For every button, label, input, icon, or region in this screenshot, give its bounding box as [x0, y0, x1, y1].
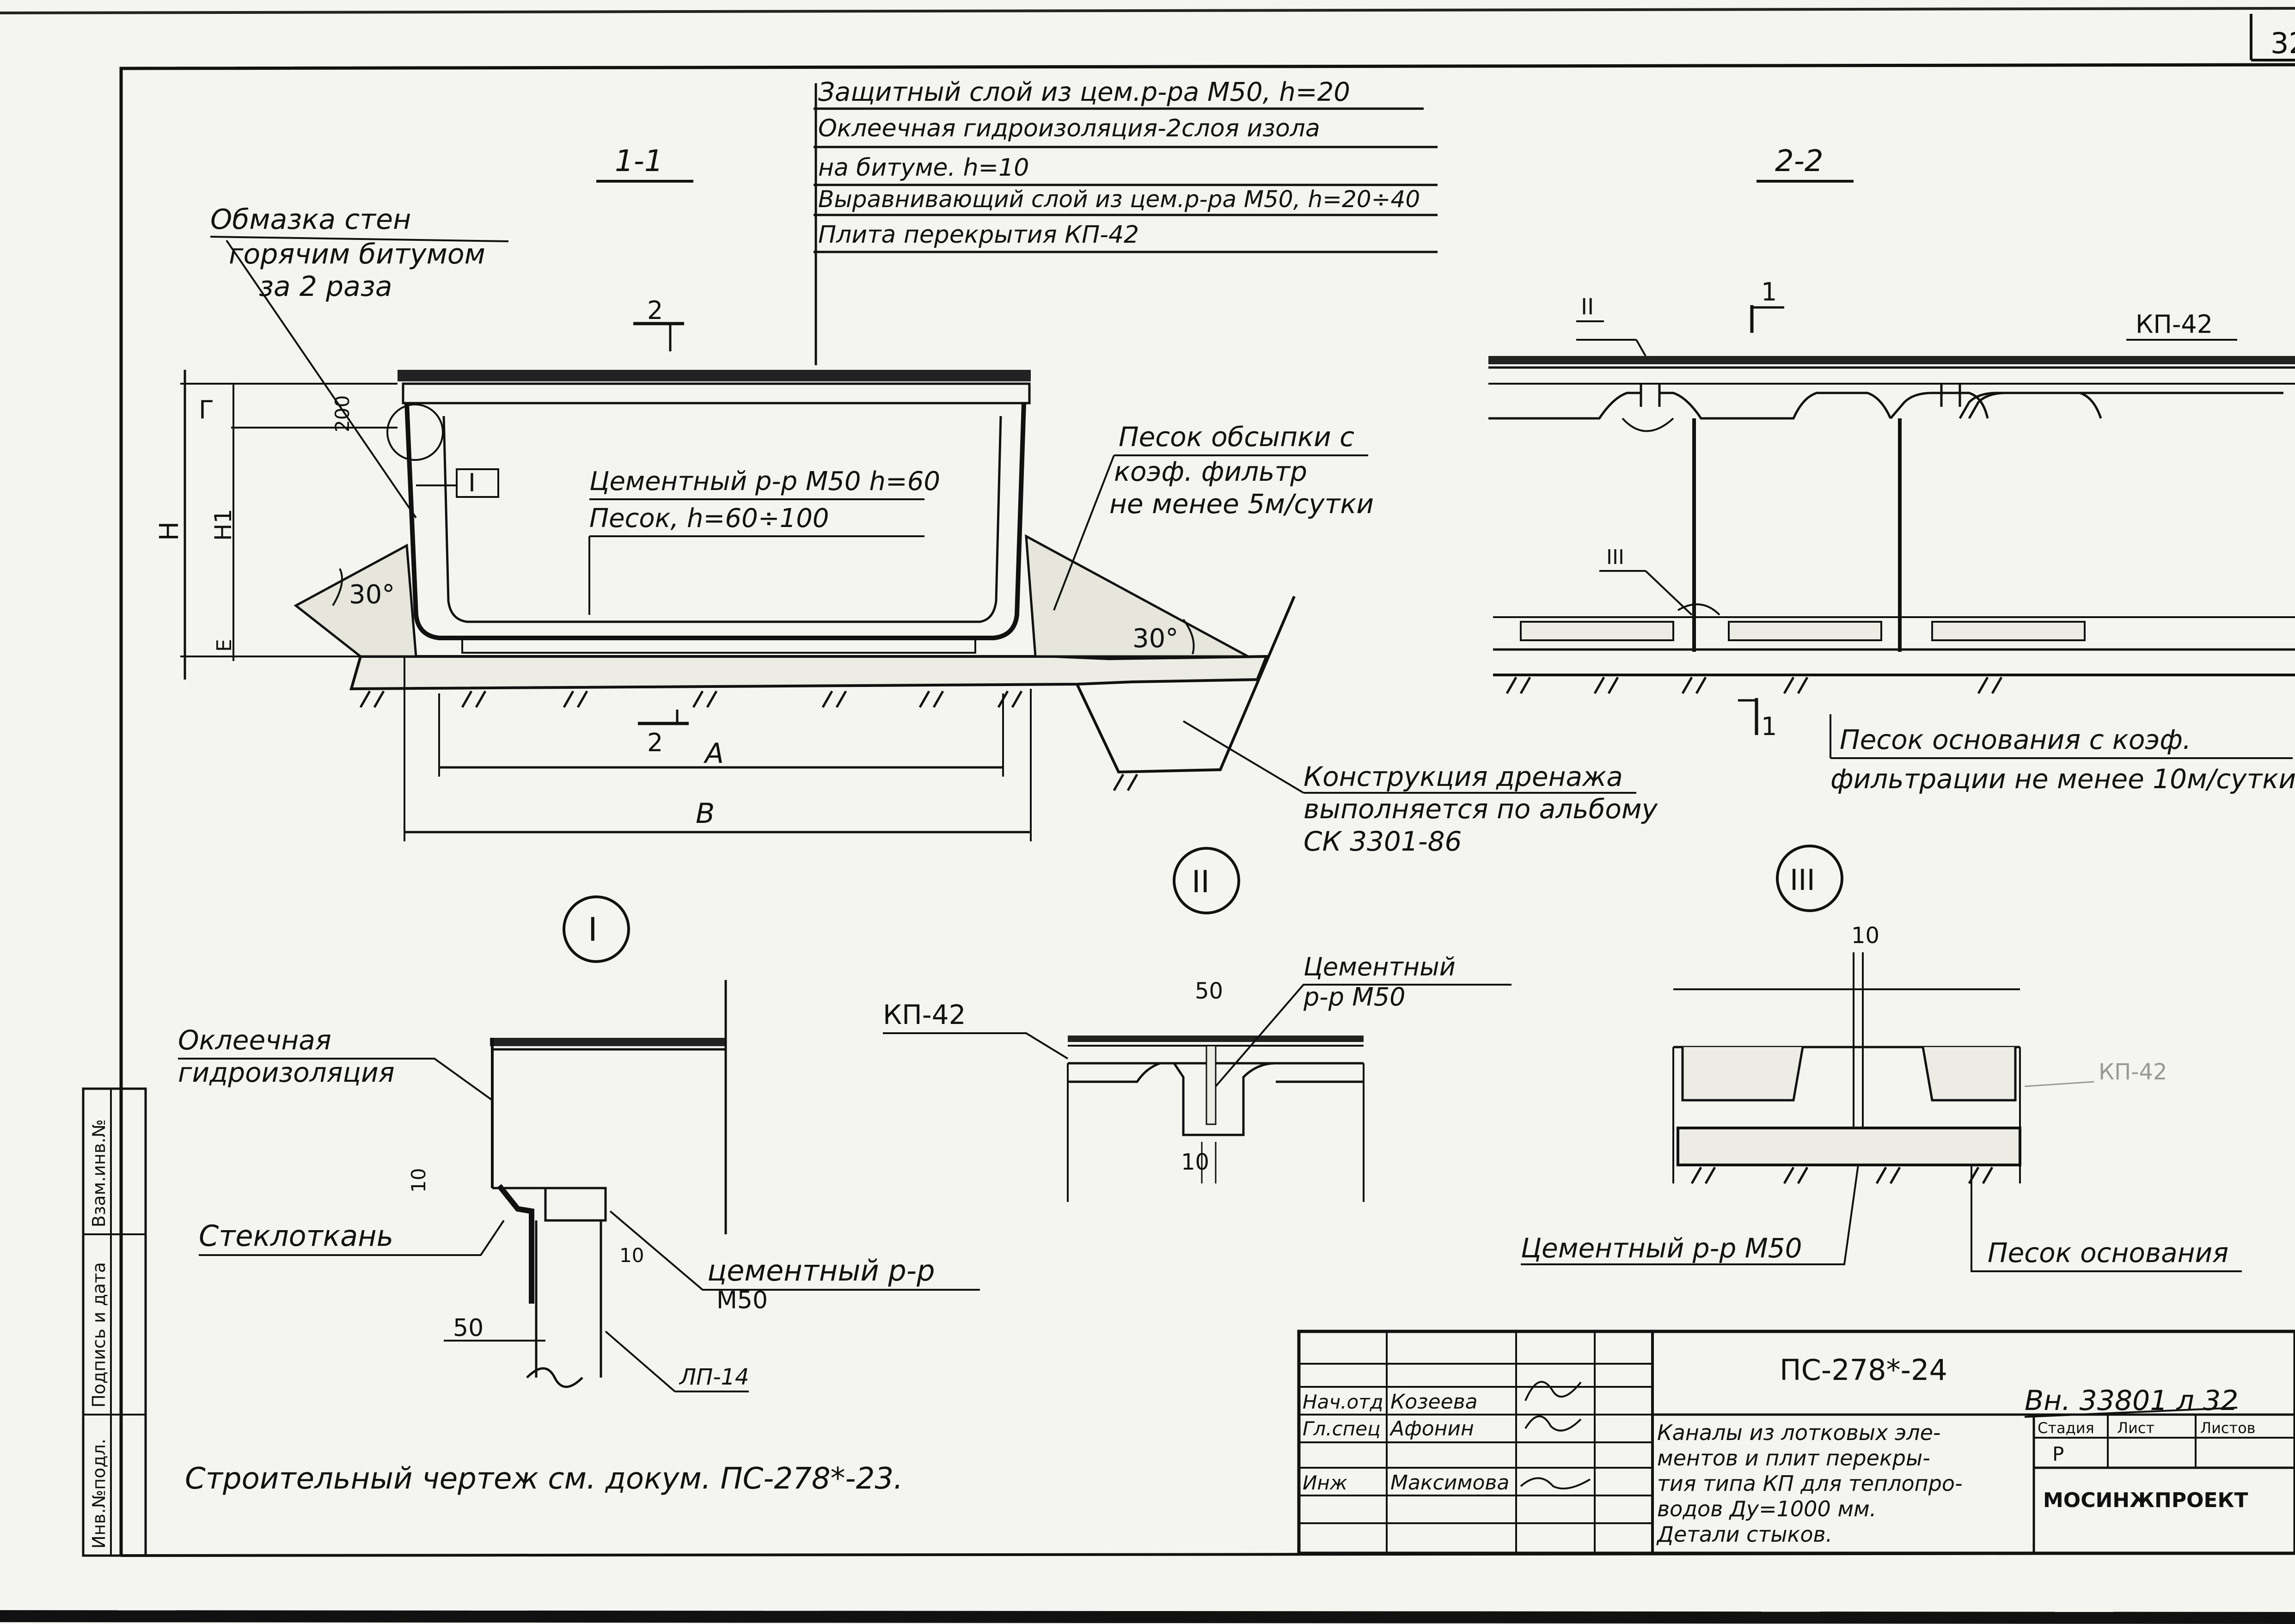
layer-2: Оклеечная гидроизоляция-2слоя изола	[818, 115, 1320, 142]
mark-III: III	[1606, 545, 1624, 569]
detail-I-wp-1: Оклеечная	[178, 1024, 331, 1056]
kp42-right: КП-42	[2136, 310, 2213, 339]
construction-note: Строительный чертеж см. докум. ПС-278*-2…	[185, 1462, 903, 1496]
role-2: Инж	[1303, 1471, 1347, 1494]
detail-I-lp: ЛП-14	[679, 1364, 749, 1390]
dim-A: A	[703, 737, 724, 770]
name-0: Козеева	[1390, 1390, 1478, 1414]
cut-mark-1-bottom: 1	[1761, 712, 1777, 741]
dim-B: B	[696, 797, 715, 830]
cut-mark-2-bottom: 2	[647, 728, 663, 757]
desc-line-2: ментов и плит перекры-	[1657, 1446, 1930, 1471]
detail-III-sand: Песок основания	[1988, 1237, 2228, 1269]
role-1: Гл.спец	[1303, 1417, 1381, 1440]
detail-II-kp: КП-42	[883, 999, 966, 1030]
note-cement: Цементный р-р М50 h=60	[589, 466, 940, 496]
detail-II: II КП-42 50 Цементный р-р М50 10	[883, 847, 1512, 1202]
desc-line-3: тия типа КП для теплопро-	[1657, 1471, 1963, 1496]
detail-I: I Оклеечная гидроизоляция Стеклоткань це…	[178, 895, 980, 1392]
role-0: Нач.отд	[1303, 1391, 1383, 1413]
company-name: МОСИНЖПРОЕКТ	[2043, 1489, 2248, 1512]
note-backfill-2: коэф. фильтр	[1114, 456, 1307, 487]
detail-III-d10: 10	[1851, 923, 1879, 949]
note-backfill-3: не менее 5м/сутки	[1109, 488, 1374, 520]
detail-I-d10b: 10	[619, 1244, 644, 1267]
layer-1: Защитный слой из цем.р-ра М50, h=20	[818, 77, 1350, 107]
note-base-sand-1: Песок основания с коэф.	[1840, 724, 2191, 755]
side-stamp: Инв.№подл. Подпись и дата Взам.инв.№	[82, 1087, 147, 1557]
desc-line-5: Детали стыков.	[1656, 1522, 1832, 1547]
page-number: 32	[2271, 26, 2295, 60]
detail-I-d10a: 10	[407, 1168, 430, 1193]
detail-I-d50: 50	[453, 1314, 483, 1342]
header-sheets: Листов	[2200, 1419, 2256, 1437]
detail-I-glass: Стеклоткань	[199, 1219, 393, 1253]
desc-line-1: Каналы из лотковых эле-	[1657, 1420, 1941, 1445]
dim-H: H	[154, 521, 184, 541]
section-1-1: 1-1 Обмазка стен горячим битумом за 2 ра…	[154, 144, 1658, 857]
section-2-2-title: 2-2	[1775, 144, 1824, 178]
doc-code: ПС-278*-24	[1780, 1353, 1947, 1387]
note-sand: Песок, h=60÷100	[589, 503, 829, 533]
note-backfill-1: Песок обсыпки с	[1119, 421, 1354, 453]
note-wall-coat-3: за 2 раза	[259, 270, 392, 303]
layer-4: Выравнивающий слой из цем.р-ра М50, h=20…	[818, 186, 1420, 213]
stamp-inv: Инв.№подл.	[89, 1439, 109, 1549]
dim-H1: H1	[210, 509, 237, 541]
header-sheet: Лист	[2117, 1419, 2154, 1437]
stage-value: Р	[2052, 1443, 2064, 1465]
dim-r: Г	[199, 395, 214, 424]
detail-II-d50: 50	[1195, 978, 1223, 1004]
dim-E: E	[213, 639, 236, 652]
section-2-2: 2-2 1 1	[1488, 144, 2295, 795]
angle-left: 30°	[349, 580, 395, 610]
cut-mark-1-top: 1	[1761, 277, 1777, 306]
detail-II-cement-2: р-р М50	[1303, 982, 1406, 1011]
layer-legend	[814, 83, 1438, 365]
stamp-sign: Подпись и дата	[89, 1262, 109, 1408]
note-wall-coat-2: горячим битумом	[229, 238, 485, 270]
detail-II-cement-1: Цементный	[1304, 952, 1456, 981]
detail-II-marker: II	[1192, 864, 1210, 900]
cut-mark-2-top: 2	[647, 296, 663, 325]
section-1-1-title: 1-1	[615, 144, 663, 178]
signature-marks	[1520, 1381, 1591, 1489]
detail-III-marker: III	[1790, 863, 1815, 897]
detail-I-cement-1: цементный р-р	[707, 1254, 935, 1287]
stamp-replace: Взам.инв.№	[89, 1119, 109, 1227]
dim-200: 200	[331, 395, 354, 432]
mark-II: II	[1581, 294, 1594, 320]
detail-I-cement-2: М50	[716, 1287, 768, 1314]
title-block	[1297, 1330, 2295, 1555]
angle-right: 30°	[1132, 624, 1178, 654]
detail-III: III 10 КП-42 Цементный р-р М50 Песок осн…	[1521, 845, 2242, 1272]
note-wall-coat-1: Обмазка стен	[210, 203, 411, 236]
detail-I-marker: I	[588, 911, 598, 949]
name-2: Максимова	[1390, 1471, 1509, 1495]
note-drain-2: выполняется по альбому	[1304, 793, 1658, 825]
detail-II-d10: 10	[1181, 1149, 1209, 1175]
mark-I: I	[468, 468, 476, 497]
name-1: Афонин	[1389, 1417, 1474, 1440]
header-stage: Стадия	[2038, 1419, 2094, 1437]
note-drain-1: Конструкция дренажа	[1304, 761, 1623, 792]
note-base-sand-2: фильтрации не менее 10м/сутки	[1830, 763, 2295, 795]
layer-5: Плита перекрытия КП-42	[818, 221, 1139, 249]
detail-III-kp: КП-42	[2099, 1059, 2167, 1085]
layer-3: на битуме. h=10	[818, 154, 1029, 182]
desc-line-4: водов Ду=1000 мм.	[1657, 1496, 1876, 1521]
note-drain-3: СК 3301-86	[1304, 826, 1462, 857]
detail-I-wp-2: гидроизоляция	[178, 1057, 395, 1088]
detail-III-cement: Цементный р-р М50	[1521, 1232, 1802, 1264]
